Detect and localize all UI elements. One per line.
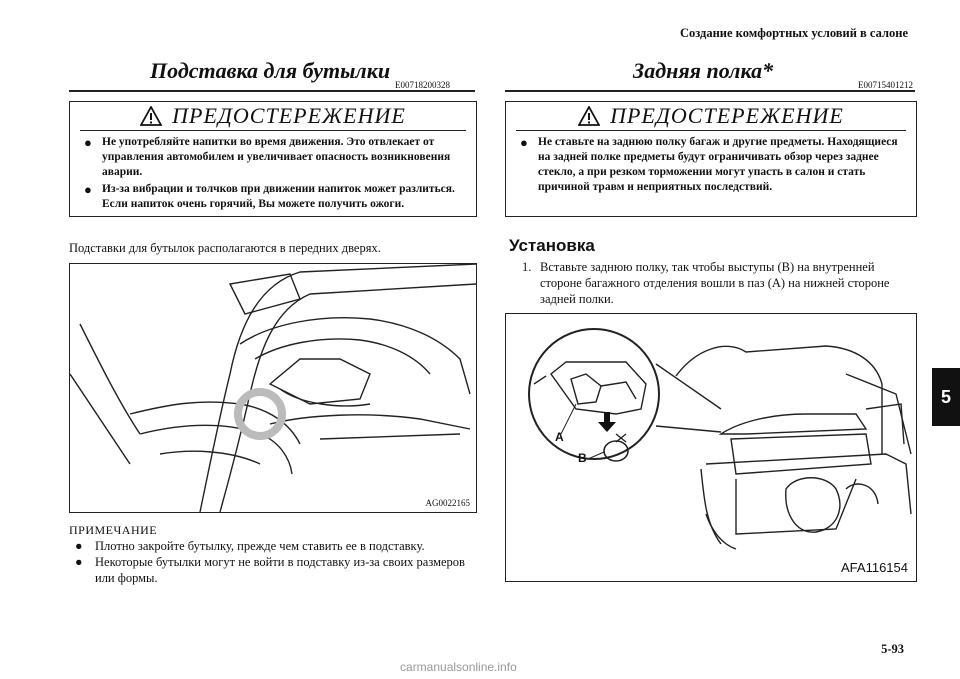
rear-shelf-illustration <box>528 328 912 550</box>
right-warning-header: ПРЕДОСТЕРЕЖЕНИЕ <box>506 102 916 130</box>
left-note: ПРИМЕЧАНИЕ ●Плотно закройте бутылку, пре… <box>69 522 479 586</box>
right-step: 1. Вставьте заднюю полку, так чтобы выст… <box>522 259 912 307</box>
bullet-icon: ● <box>84 182 92 197</box>
left-warning-item: ●Не употребляйте напитки во время движен… <box>84 135 451 178</box>
right-title-rule <box>505 90 915 92</box>
right-code: E00715401212 <box>858 80 913 90</box>
watermark: carmanualsonline.info <box>400 660 517 674</box>
left-title-rule <box>69 90 475 92</box>
page-number: 5-93 <box>881 642 904 656</box>
running-header: Создание комфортных условий в салоне <box>679 26 908 40</box>
label-b: B <box>578 451 587 465</box>
left-warning-heading: ПРЕДОСТЕРЕЖЕНИЕ <box>172 103 406 128</box>
right-warning-rule <box>516 130 906 131</box>
step-text: Вставьте заднюю полку, так чтобы выступы… <box>540 260 890 306</box>
left-note-item: ●Плотно закройте бутылку, прежде чем ста… <box>69 538 479 554</box>
left-warning-box: ПРЕДОСТЕРЕЖЕНИЕ ●Не употребляйте напитки… <box>69 101 477 217</box>
right-warning-item: ●Не ставьте на заднюю полку багаж и друг… <box>520 135 898 193</box>
right-subheading: Установка <box>509 236 595 255</box>
left-note-item: ●Некоторые бутылки могут не войти в подс… <box>69 554 479 586</box>
left-intro: Подставки для бутылок располагаются в пе… <box>69 241 381 255</box>
bullet-icon: ● <box>520 135 528 150</box>
warning-triangle-icon <box>578 106 601 126</box>
right-warning-heading: ПРЕДОСТЕРЕЖЕНИЕ <box>610 103 844 128</box>
door-figure: AG0022165 <box>69 263 477 513</box>
bullet-icon: ● <box>75 539 83 553</box>
left-warning-header: ПРЕДОСТЕРЕЖЕНИЕ <box>70 102 476 130</box>
left-warning-rule <box>80 130 466 131</box>
step-number: 1. <box>522 260 532 274</box>
rear-shelf-figure: A B AFA116154 <box>505 313 917 582</box>
right-warning-box: ПРЕДОСТЕРЕЖЕНИЕ ●Не ставьте на заднюю по… <box>505 101 917 217</box>
chapter-tab: 5 <box>932 368 960 426</box>
bullet-icon: ● <box>75 555 83 569</box>
left-note-heading: ПРИМЕЧАНИЕ <box>69 523 158 537</box>
left-figure-code: AG0022165 <box>425 498 471 508</box>
right-title: Задняя полка* <box>633 58 774 83</box>
left-title: Подставка для бутылки <box>150 58 391 83</box>
door-pocket-illustration <box>69 263 477 513</box>
warning-triangle-icon <box>140 106 163 126</box>
left-warning-item: ●Из-за вибрации и толчков при движении н… <box>84 182 455 210</box>
left-code: E00718200328 <box>395 80 450 90</box>
bullet-icon: ● <box>84 135 92 150</box>
label-a: A <box>555 430 564 444</box>
right-figure-code: AFA116154 <box>841 560 908 575</box>
